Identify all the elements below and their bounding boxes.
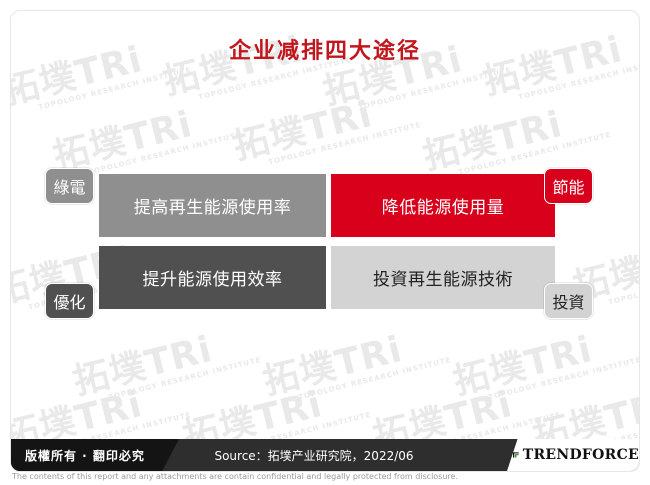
tag-investment: 投資	[544, 283, 593, 319]
tag-optimization: 優化	[45, 283, 94, 319]
source-citation: Source：拓墣产业研究院，2022/06	[214, 448, 414, 463]
tag-green-power: 綠電	[45, 168, 94, 204]
page-title: 企业减排四大途径	[228, 38, 421, 64]
quadrant-renewable-usage: 提高再生能源使用率	[99, 174, 326, 237]
quadrant-energy-efficiency: 提升能源使用效率	[99, 246, 326, 309]
quadrant-label: 提升能源使用效率	[142, 270, 283, 290]
trendforce-logo: TRENDFORCE	[507, 439, 639, 471]
quadrant-reduce-energy: 降低能源使用量	[331, 174, 555, 237]
footer-bar: 版權所有 · 翻印必究 Source：拓墣产业研究院，2022/06 TREND…	[11, 439, 639, 471]
brand-name: TRENDFORCE	[522, 447, 639, 463]
disclaimer-text: The contents of this report and any atta…	[12, 472, 458, 481]
quadrant-label: 提高再生能源使用率	[133, 198, 292, 218]
tag-energy-saving: 節能	[544, 168, 593, 204]
quadrant-label: 投資再生能源技術	[373, 270, 513, 290]
quadrant-renewable-investment: 投資再生能源技術	[331, 246, 555, 309]
quadrant-label: 降低能源使用量	[381, 198, 505, 218]
trendforce-logo-icon	[513, 452, 519, 458]
copyright-notice: 版權所有 · 翻印必究	[11, 439, 179, 471]
